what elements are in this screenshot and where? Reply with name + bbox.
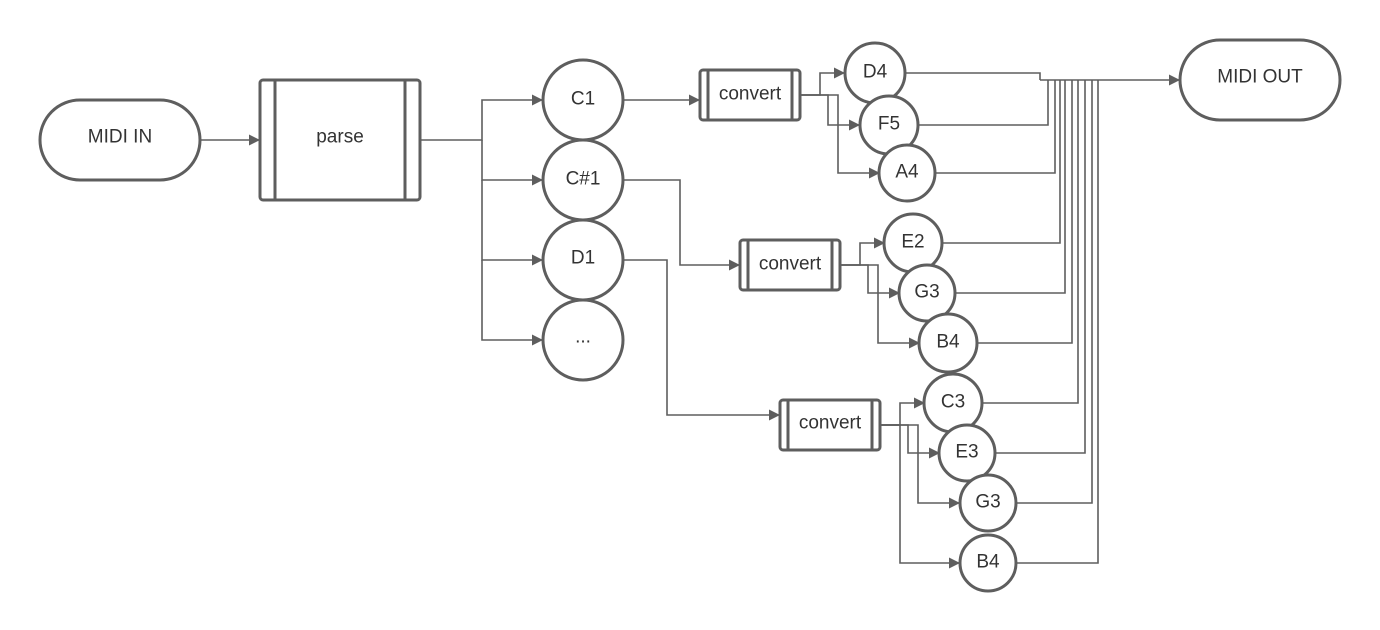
connector-f5-out [918,80,1049,126]
connector-g3a-out [955,80,1066,294]
output-b4-node-a: B4 [917,312,979,374]
convert-1-label: convert [719,84,782,105]
midi-in-node: MIDI IN [38,98,202,182]
midi-in-label: MIDI IN [88,127,152,148]
output-b4-label-a: B4 [936,332,960,353]
convert-2-label: convert [759,254,822,275]
connector-e3-out [995,80,1086,454]
connector-b4b-out [1015,80,1099,564]
output-g3-label-a: G3 [914,282,939,303]
connector-parse-cs1 [481,140,543,186]
convert-process-3: convert [778,398,882,452]
midi-out-label: MIDI OUT [1217,67,1303,88]
note-more-node: ... [541,298,625,382]
output-b4-label-b: B4 [976,552,1000,573]
connector-parse-more [481,260,543,346]
output-e3-label: E3 [955,442,978,463]
output-g3-node-b: G3 [958,473,1018,533]
output-f5-label: F5 [878,114,900,135]
output-e2-node: E2 [882,212,944,274]
convert-process-1: convert [698,68,802,122]
output-c3-label: C3 [941,392,965,413]
note-cs1-label: C#1 [566,169,601,190]
parse-label: parse [316,127,364,148]
connector-g3b-out [1015,80,1093,504]
output-d4-label: D4 [863,62,888,83]
note-c1-node: C1 [541,58,625,142]
connector-convert-3-b4 [880,424,960,569]
connector-convert-2-b4 [840,264,920,349]
output-e2-label: E2 [901,232,924,253]
connector-parse-d1 [481,180,543,266]
connector-e2-out [942,80,1061,244]
connector-b4a-out [977,80,1073,344]
connectors [200,67,1180,569]
connector-parse-c1 [420,94,543,141]
output-d4-node: D4 [843,41,907,105]
output-b4-node-b: B4 [958,533,1018,593]
note-c1-label: C1 [571,89,595,110]
convert-3-label: convert [799,413,862,434]
note-more-label: ... [575,327,591,348]
connector-cs1-convert-2 [623,179,740,271]
connector-a4-out [935,80,1056,174]
connector-convert-2-g3 [840,264,900,299]
connector-convert-1-f5 [800,94,860,131]
connector-d4-out [905,72,1041,80]
parse-process-node: parse [258,78,422,202]
output-a4-label: A4 [895,162,919,183]
output-f5-node: F5 [858,94,920,156]
output-c3-node: C3 [922,372,984,434]
midi-out-node: MIDI OUT [1178,38,1342,122]
connector-d1-convert-3 [623,259,780,421]
output-g3-label-b: G3 [975,492,1000,513]
connector-c3-out [982,80,1079,404]
note-d1-label: D1 [571,248,595,269]
note-cs1-node: C#1 [541,138,625,222]
connector-convert-3-c3 [880,397,925,426]
note-d1-node: D1 [541,218,625,302]
connector-convert-1-a4 [800,94,880,179]
convert-process-2: convert [738,238,842,292]
output-a4-node: A4 [877,143,937,203]
connector-convert-3-e3 [880,424,940,459]
output-e3-node: E3 [937,423,997,483]
connector-convert-1-d4 [800,67,845,96]
connector-convert-2-e2 [840,237,885,266]
